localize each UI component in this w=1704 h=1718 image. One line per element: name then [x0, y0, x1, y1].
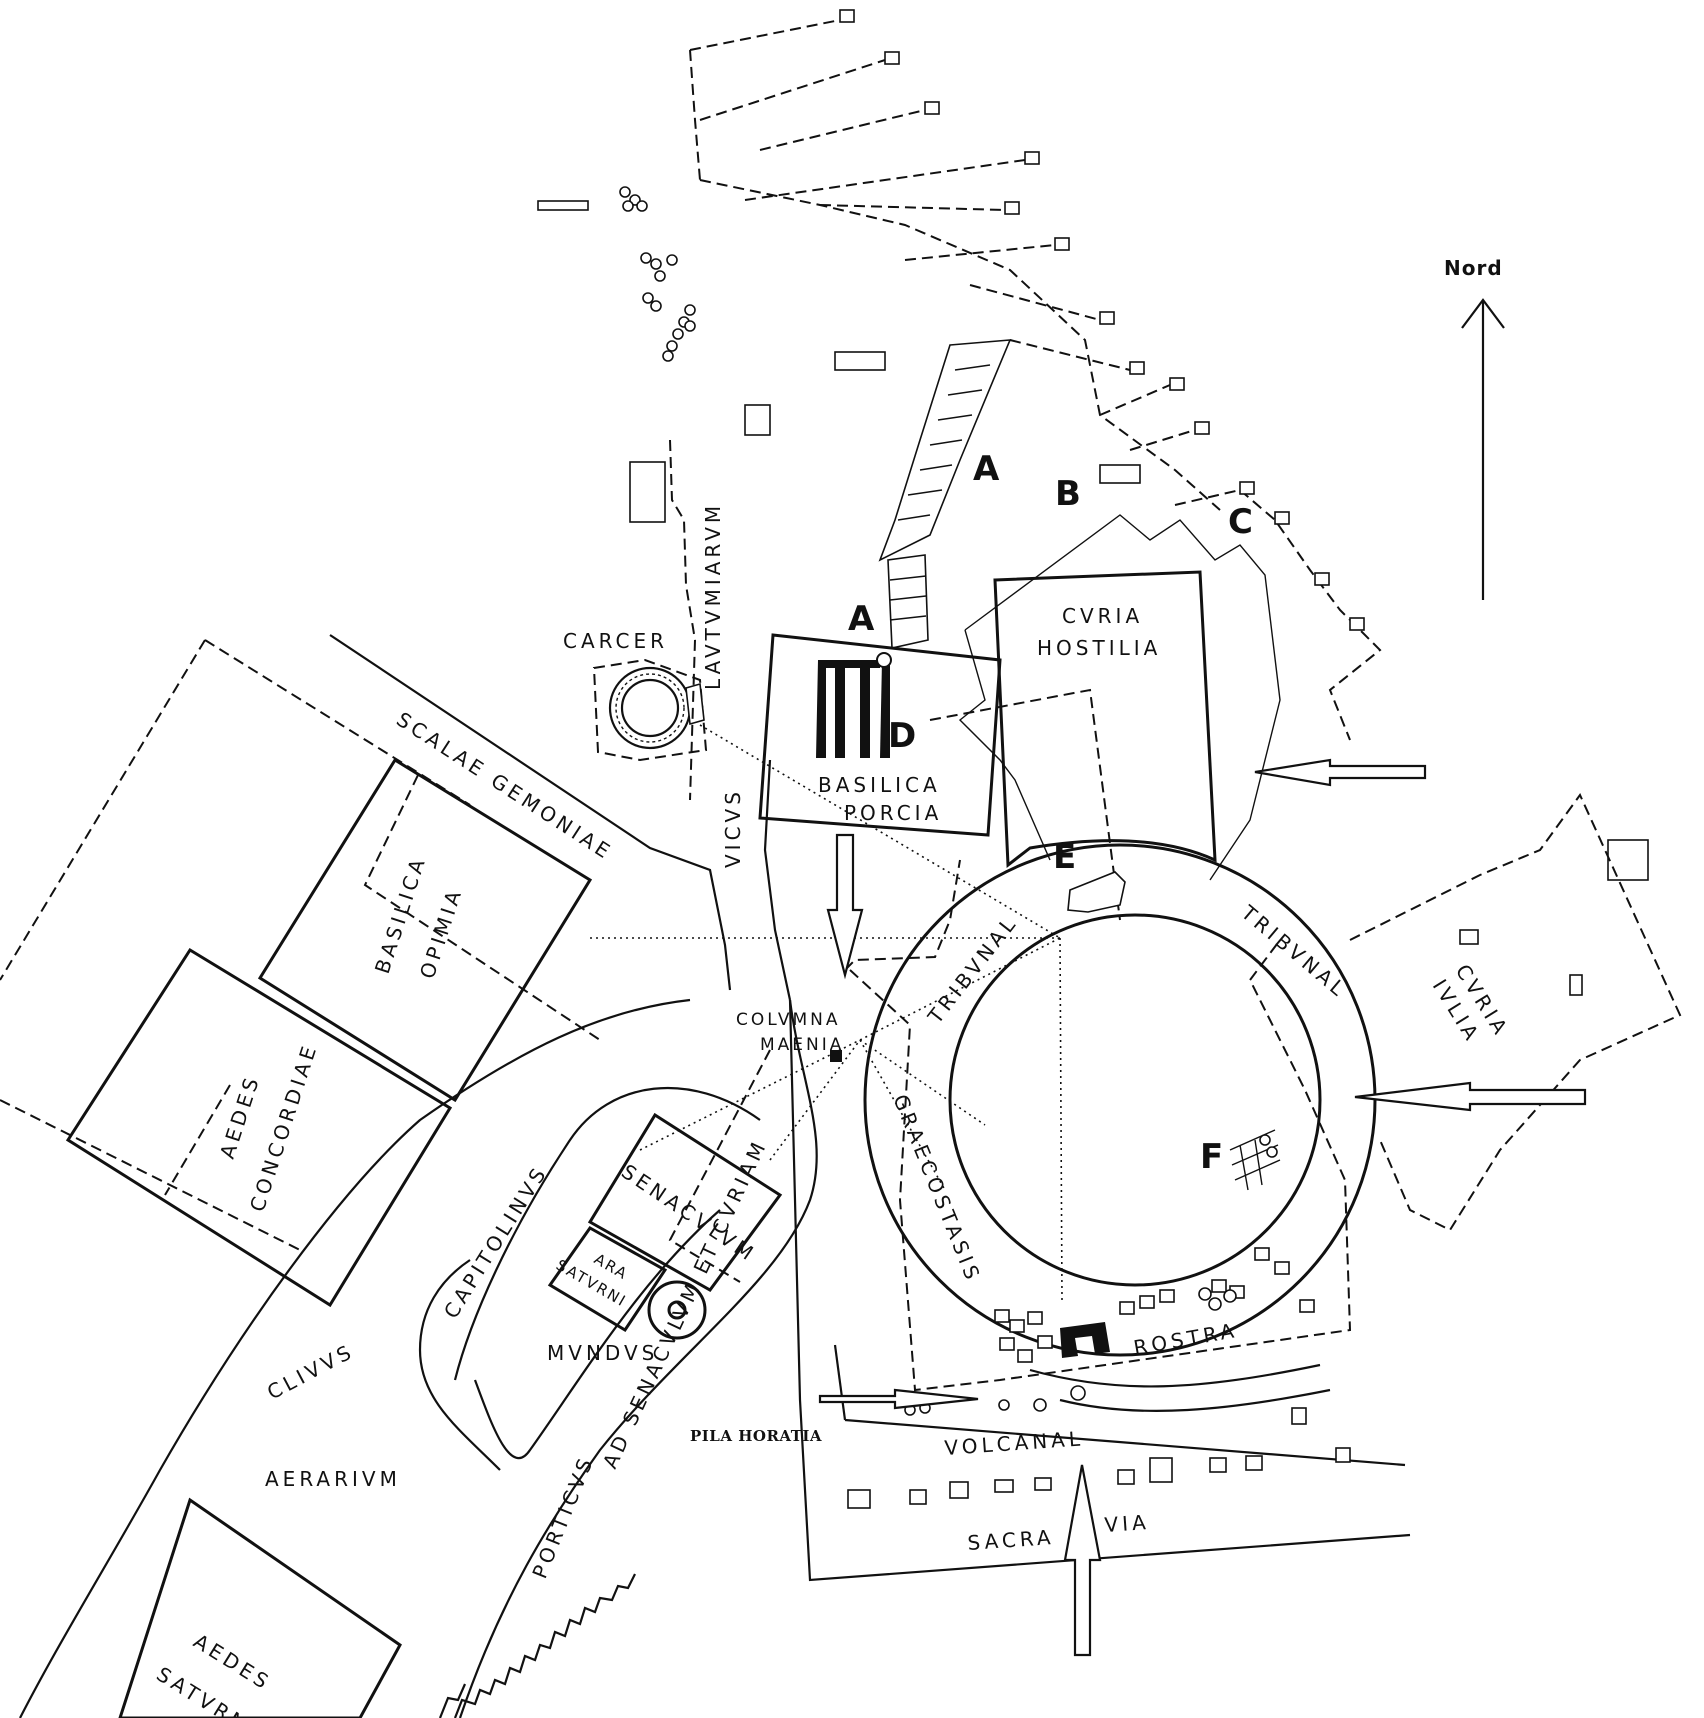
- label-vicus: VICVS: [721, 788, 745, 868]
- carcer: [592, 658, 708, 762]
- label-aerarium: AERARIVM: [265, 1467, 401, 1491]
- arrow-down-icon: [826, 833, 864, 980]
- label-sacra: SACRA: [967, 1525, 1056, 1555]
- mundus: [647, 1280, 707, 1340]
- basilica-opimia: [257, 757, 601, 1103]
- stone-remains-top: [537, 186, 1649, 881]
- north-arrow: Nord: [1444, 256, 1505, 600]
- letter-b: B: [1055, 474, 1081, 514]
- label-basilica-porcia-1: BASILICA: [818, 773, 941, 797]
- letter-d: D: [888, 716, 916, 756]
- arrow-left-icon: [1254, 758, 1427, 787]
- label-pila-horatia: PILA HORATIA: [690, 1427, 822, 1445]
- label-columna-maenia-1: COLVMNA: [736, 1010, 841, 1030]
- arrow-right-icon: [818, 1388, 979, 1410]
- wall-a: [878, 339, 1012, 649]
- label-basilica-opimia-2: OPIMIA: [415, 884, 467, 981]
- e-remains: [1067, 871, 1126, 913]
- map-labels: CARCER LAVTVMIARVM SCALAE GEMONIAE VICVS…: [152, 502, 1514, 1718]
- sight-lines: [590, 724, 1063, 1301]
- f-remains: [1229, 1129, 1281, 1191]
- columna-maenia-marker: [830, 1050, 842, 1062]
- arrow-up-icon: [1063, 1464, 1102, 1657]
- label-curia-hostilia-2: HOSTILIA: [1037, 636, 1161, 660]
- label-scalae-gemoniae: SCALAE GEMONIAE: [392, 707, 617, 865]
- label-lautumiarum: LAVTVMIARVM: [701, 502, 725, 690]
- label-volcanal: VOLCANAL: [944, 1426, 1085, 1460]
- letter-a-low: A: [848, 599, 875, 639]
- letter-f: F: [1200, 1137, 1223, 1177]
- arrow-left-icon: [1354, 1081, 1587, 1112]
- porticus-crenellation: [438, 1573, 636, 1718]
- basilica-porcia: [758, 633, 1002, 837]
- tabularium-outline: [0, 639, 471, 1251]
- comitium: [844, 843, 1377, 1392]
- label-porticus: PORTICVS: [527, 1452, 598, 1582]
- label-via: VIA: [1104, 1510, 1151, 1537]
- reference-letters: A A B C D E F: [848, 449, 1253, 1177]
- label-columna-maenia-2: MAENIA: [760, 1035, 844, 1055]
- rostra-remains: [994, 1247, 1331, 1412]
- north-label: Nord: [1444, 256, 1503, 280]
- letter-e: E: [1053, 837, 1076, 877]
- aedes-concordiae: [65, 947, 453, 1308]
- label-capitolinus: CAPITOLINVS: [439, 1161, 553, 1323]
- label-aedes-concordiae-2: CONCORDIAE: [245, 1040, 322, 1215]
- label-mundus: MVNDVS: [547, 1341, 658, 1365]
- aedes-saturni: [118, 1497, 402, 1718]
- ara-saturni: [547, 1226, 668, 1333]
- lautumiarum-wall: [669, 439, 697, 801]
- letter-c: C: [1228, 502, 1253, 542]
- label-clivus: CLIVVS: [263, 1339, 358, 1405]
- streets: [19, 634, 1411, 1718]
- label-carcer: CARCER: [563, 629, 668, 653]
- letter-a-top: A: [973, 449, 1000, 489]
- curia-iulia: [1349, 793, 1682, 1232]
- label-basilica-porcia-2: PORCIA: [844, 801, 942, 825]
- arrows: [818, 758, 1587, 1657]
- senaculum: [587, 1049, 783, 1292]
- northern-dashed-structures: [689, 9, 1382, 741]
- label-curia-hostilia-1: CVRIA: [1062, 604, 1143, 628]
- label-aedes-concordiae-1: AEDES: [215, 1071, 265, 1161]
- curia-hostilia: [929, 514, 1281, 921]
